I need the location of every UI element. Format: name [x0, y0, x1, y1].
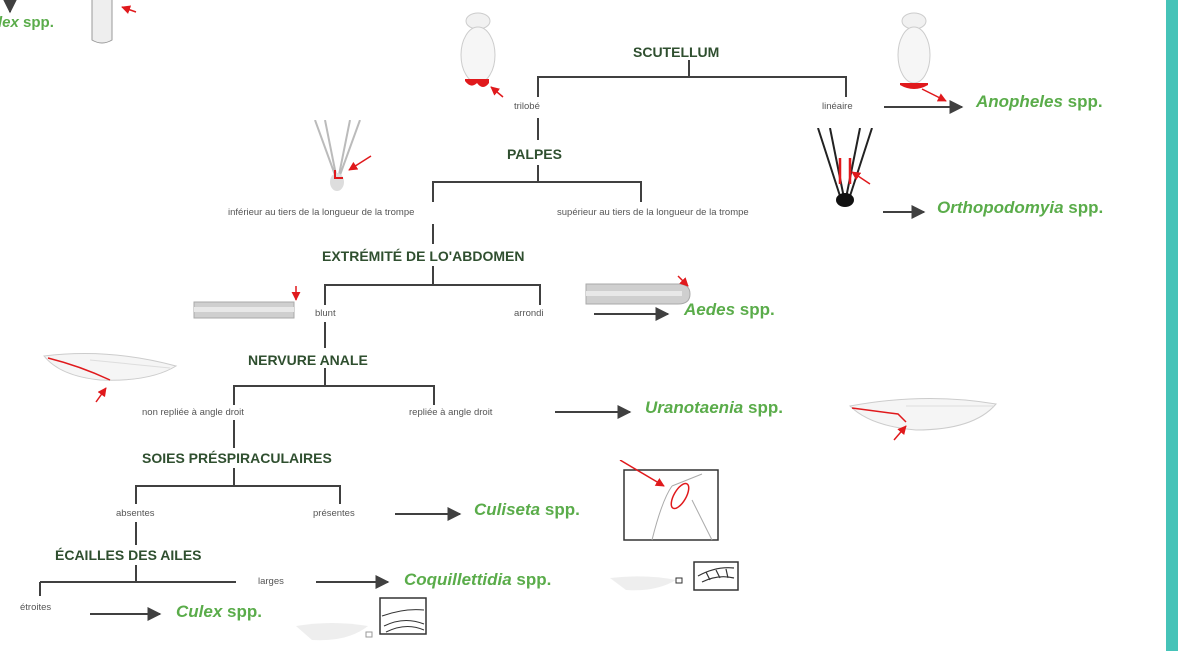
option-blunt: blunt [315, 308, 336, 319]
result-culex: Culex spp. [176, 602, 262, 621]
node-title-scutellum: SCUTELLUM [633, 44, 720, 60]
soies-illustration [619, 460, 719, 541]
ecailles-etroites-illustration [296, 597, 427, 641]
node-title-soies: SOIES PRÉSPIRACULAIRES [142, 450, 332, 466]
option-lineaire: linéaire [822, 101, 853, 112]
palpes-short-illustration [314, 120, 372, 191]
result-uranotaenia: Uranotaenia spp. [645, 398, 783, 417]
node-title-nervure: NERVURE ANALE [248, 352, 368, 368]
option-absentes: absentes [116, 508, 155, 519]
nervure-folded-illustration [848, 397, 997, 441]
option-trilobe: trilobé [514, 101, 540, 112]
palpes-long-illustration [817, 128, 873, 207]
ecailles-larges-illustration [610, 561, 739, 591]
result-anopheles: Anopheles spp. [976, 92, 1103, 111]
result-culiseta: Culiseta spp. [474, 500, 580, 519]
scutellum-lineaire-illustration [897, 12, 947, 102]
abdomen-blunt-illustration [193, 286, 301, 319]
option-presentes: présentes [313, 508, 355, 519]
nervure-straight-illustration [43, 353, 178, 403]
scutellum-trilobe-illustration [460, 12, 504, 98]
frame-border [1166, 0, 1178, 651]
option-non-repliee: non repliée à angle droit [142, 407, 244, 418]
result-aedes: Aedes spp. [684, 300, 775, 319]
option-larges: larges [258, 576, 284, 587]
top-fragment-culex: lex spp. [0, 14, 54, 31]
result-coquillettidia: Coquillettidia spp. [404, 570, 552, 589]
option-repliee: repliée à angle droit [409, 407, 493, 418]
top-fragment-thumbnail [91, 0, 137, 44]
node-title-ecailles: ÉCAILLES DES AILES [55, 547, 202, 563]
option-arrondi: arrondi [514, 308, 544, 319]
option-etroites: étroites [20, 602, 52, 613]
abdomen-arrondi-illustration [585, 275, 691, 305]
result-orthopodomyia: Orthopodomyia spp. [937, 198, 1104, 217]
node-title-palpes: PALPES [507, 146, 562, 162]
option-inferieur: inférieur au tiers de la longueur de la … [228, 207, 415, 218]
option-superieur: supérieur au tiers de la longueur de la … [557, 207, 749, 218]
node-title-abdomen: EXTRÉMITÉ DE LO'ABDOMEN [322, 248, 525, 264]
